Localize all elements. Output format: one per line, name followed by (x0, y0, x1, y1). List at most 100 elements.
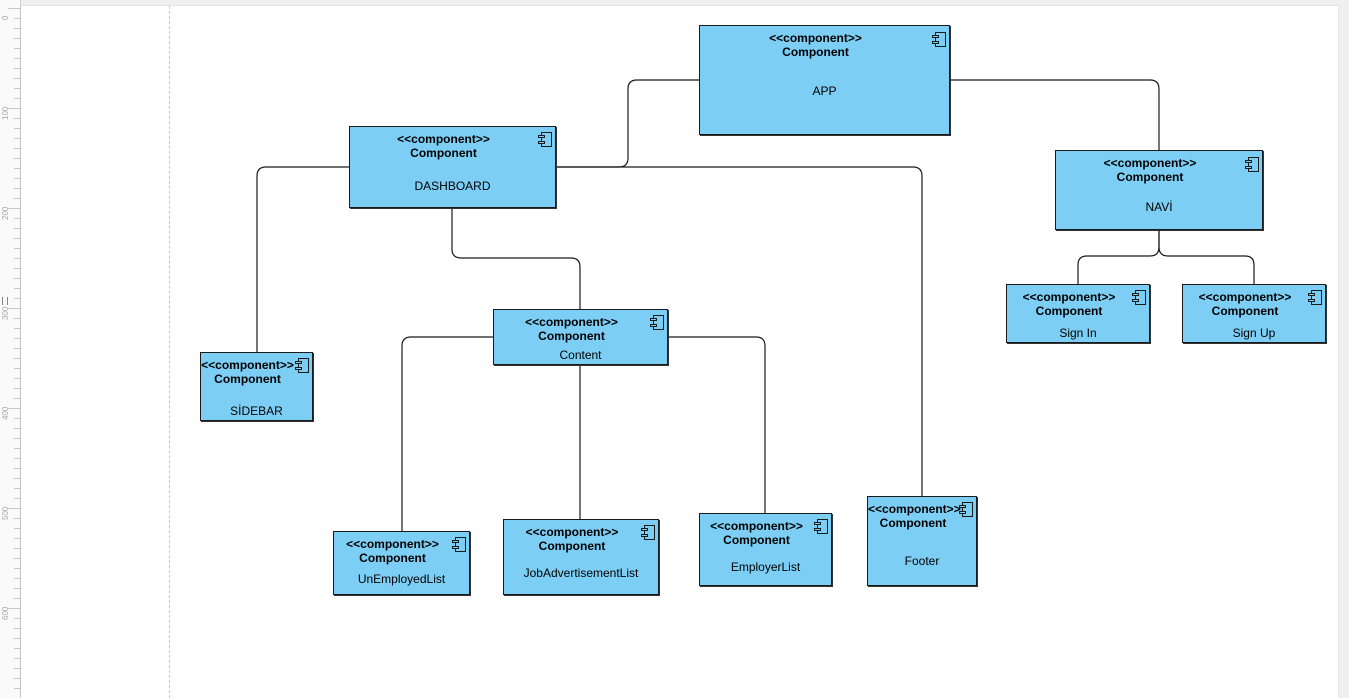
component-name: SİDEBAR (230, 404, 283, 418)
ruler-tick (14, 78, 20, 79)
ruler-tick (14, 138, 20, 139)
uml-component-icon (1245, 157, 1259, 172)
connector-dashboard-to-content[interactable] (451, 208, 581, 309)
ruler-tick (14, 88, 20, 89)
component-kind: Component (723, 533, 790, 547)
uml-component-icon (538, 132, 552, 147)
ruler-tick (14, 248, 20, 249)
ruler-tick (14, 528, 20, 529)
ruler-grip-handle[interactable] (2, 297, 8, 305)
ruler-tick (14, 438, 20, 439)
ruler-tick (14, 128, 20, 129)
ruler-tick (14, 398, 20, 399)
component-kind: Component (410, 146, 477, 160)
ruler-tick (14, 118, 20, 119)
ruler-tick (14, 648, 20, 649)
uml-component-icon (641, 525, 655, 540)
connector-content-to-employer-list[interactable] (668, 336, 766, 513)
ruler-tick (14, 388, 20, 389)
connector-dashboard-to-sidebar[interactable] (256, 166, 349, 352)
ruler-tick (14, 28, 20, 29)
uml-component-icon (1132, 290, 1146, 305)
component-stereotype: <<component>> (868, 502, 961, 516)
ruler-tick (14, 48, 20, 49)
component-stereotype: <<component>> (710, 519, 803, 533)
component-name: Sign Up (1232, 326, 1276, 340)
component-kind: Component (1116, 170, 1184, 184)
component-name: JobAdvertisementList (523, 566, 639, 580)
connector-app-to-dashboard[interactable] (555, 79, 699, 168)
ruler-tick (14, 428, 20, 429)
uml-component-icon (295, 358, 309, 373)
ruler-tick (14, 168, 20, 169)
component-kind: Component (538, 539, 606, 553)
component-stereotype: <<component>> (1103, 156, 1197, 170)
component-kind: Component (879, 516, 947, 530)
ruler-tick (14, 458, 20, 459)
ruler-tick (14, 478, 20, 479)
ruler-tick (14, 378, 20, 379)
connector-content-to-unemployed-list[interactable] (401, 336, 493, 531)
component-name: Footer (904, 554, 940, 568)
ruler-tick (8, 408, 20, 409)
ruler-tick (14, 618, 20, 619)
connector-navi-to-sign-up[interactable] (1158, 230, 1255, 284)
component-stereotype: <<component>> (1198, 290, 1292, 304)
component-name: Sign In (1059, 326, 1097, 340)
ruler-tick (14, 338, 20, 339)
component-name: APP (812, 84, 837, 98)
component-name: EmployerList (730, 560, 801, 574)
ruler-tick (8, 208, 20, 209)
ruler-tick (14, 58, 20, 59)
ruler-tick (8, 108, 20, 109)
connector-navi-to-sign-in[interactable] (1077, 230, 1160, 284)
component-kind: Component (1035, 304, 1103, 318)
connector-dashboard-to-footer[interactable] (556, 166, 923, 496)
ruler-tick (14, 588, 20, 589)
ruler-tick (14, 278, 20, 279)
ruler-tick (14, 328, 20, 329)
ruler-tick (14, 678, 20, 679)
component-stereotype: <<component>> (346, 537, 439, 551)
ruler-tick (14, 258, 20, 259)
component-kind: Component (782, 45, 849, 59)
connector-app-to-navi[interactable] (950, 79, 1160, 150)
ruler-tick (14, 498, 20, 499)
ruler-tick (14, 238, 20, 239)
component-stereotype: <<component>> (397, 132, 490, 146)
component-name: Content (559, 348, 602, 362)
ruler-tick (14, 348, 20, 349)
ruler-tick (8, 608, 20, 609)
ruler-tick (14, 548, 20, 549)
uml-component-icon (452, 537, 466, 552)
uml-component-icon (959, 502, 973, 517)
uml-component-icon (650, 315, 664, 330)
component-stereotype: <<component>> (769, 31, 862, 45)
ruler-tick (14, 178, 20, 179)
ruler-tick (8, 508, 20, 509)
ruler-tick (14, 218, 20, 219)
ruler-tick (14, 598, 20, 599)
component-stereotype: <<component>> (525, 525, 619, 539)
ruler-tick (14, 638, 20, 639)
ruler-tick (14, 198, 20, 199)
component-name: NAVİ (1145, 200, 1173, 214)
ruler-tick (14, 98, 20, 99)
ruler-tick (14, 568, 20, 569)
component-stereotype: <<component>> (1022, 290, 1116, 304)
component-kind: Component (359, 551, 426, 565)
